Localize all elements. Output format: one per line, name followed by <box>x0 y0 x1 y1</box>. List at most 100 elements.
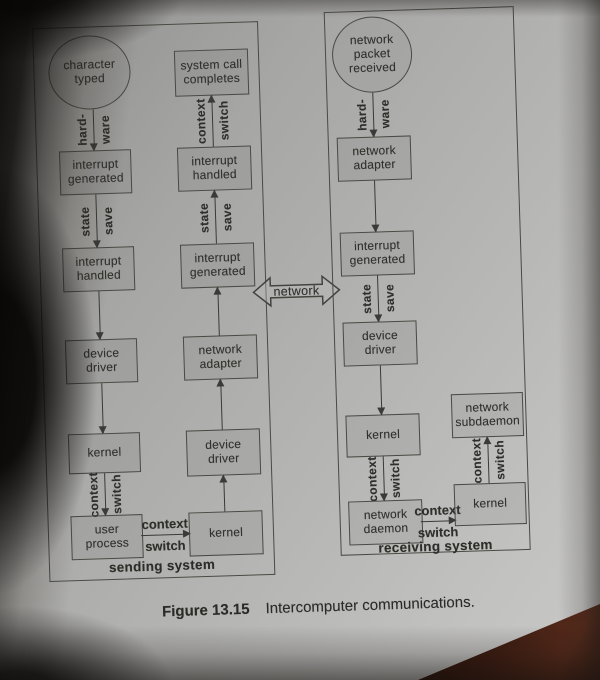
node-interrupt-handled: interrupt handled <box>176 145 253 192</box>
node-interrupt-generated: interrupt generated <box>58 149 133 196</box>
arrow-down <box>97 383 107 434</box>
node-network-subdaemon: network subdaemon <box>450 392 525 439</box>
down-arrow-icon <box>371 92 375 137</box>
up-arrow-icon <box>213 190 217 244</box>
arrow-label-hard: hard- <box>353 98 369 132</box>
arrow-label-switch: switch <box>491 439 507 480</box>
node-label: kernel <box>208 524 244 540</box>
arrow-label-switch: switch <box>108 473 124 514</box>
arrow-label-state: state <box>196 202 212 233</box>
figure-caption: Figure 13.15 Intercomputer communications… <box>118 592 518 622</box>
up-arrow-icon <box>222 475 225 512</box>
arrow-label-save: save <box>219 202 235 232</box>
up-arrow-icon <box>210 95 214 147</box>
node-label: interrupt generated <box>67 156 124 187</box>
node-label: interrupt handled <box>75 253 122 283</box>
node-label: kernel <box>365 426 401 443</box>
arrow-state-save-down: state save <box>73 194 119 248</box>
node-label: kernel <box>473 495 508 511</box>
node-device-driver: device driver <box>342 320 418 367</box>
down-arrow-icon <box>100 383 104 434</box>
node-network-adapter: network adapter <box>336 135 413 182</box>
node-interrupt-generated: interrupt generated <box>179 242 256 289</box>
arrow-label-state: state <box>358 283 374 315</box>
arrow-hardware-down: hard- ware <box>350 92 395 137</box>
arrow-label-hard: hard- <box>74 114 90 147</box>
right-arrow-icon <box>420 519 455 522</box>
arrow-hardware-down: hard- ware <box>71 109 116 151</box>
down-arrow-icon <box>92 109 95 151</box>
arrow-down <box>94 291 104 340</box>
node-label: network adapter <box>352 142 397 173</box>
arrow-context-switch-up: context switch <box>189 95 235 147</box>
arrow-state-save-up: state save <box>192 190 238 244</box>
node-interrupt-generated: interrupt generated <box>339 230 415 277</box>
node-label: character typed <box>63 56 116 86</box>
arrow-down <box>370 180 380 232</box>
arrow-label-context: context <box>85 471 101 518</box>
node-kernel: kernel <box>188 510 264 557</box>
arrow-label-ware: ware <box>376 99 392 129</box>
node-label: user process <box>85 521 130 551</box>
down-arrow-icon <box>382 456 385 501</box>
node-character-typed: character typed <box>47 34 132 111</box>
node-label: device driver <box>361 328 399 357</box>
arrow-context-switch-right: context switch <box>140 512 190 557</box>
arrow-context-switch-down: context switch <box>361 455 406 502</box>
down-arrow-icon <box>97 291 101 340</box>
arrow-state-save-down: state save <box>355 275 400 322</box>
node-label: device driver <box>83 345 120 375</box>
network-link: network <box>250 271 343 312</box>
node-network-packet-received: network packet received <box>330 15 414 94</box>
arrow-label-context: context <box>468 437 485 484</box>
node-interrupt-handled: interrupt handled <box>62 246 136 293</box>
arrow-label-context: context <box>192 98 209 145</box>
arrow-label-state: state <box>77 205 93 237</box>
node-label: device driver <box>205 436 242 466</box>
node-label: network subdaemon <box>455 399 521 430</box>
node-network-adapter: network adapter <box>182 334 259 381</box>
node-label: kernel <box>87 444 122 460</box>
down-arrow-icon <box>376 275 379 322</box>
node-label: network daemon <box>363 506 409 537</box>
arrow-context-switch-up: context switch <box>465 436 510 483</box>
up-arrow-icon <box>216 287 220 336</box>
node-device-driver: device driver <box>185 428 262 477</box>
arrow-label-ware: ware <box>97 114 113 145</box>
node-kernel: kernel <box>345 413 421 458</box>
arrow-down <box>376 365 386 415</box>
node-system-call-completes: system call completes <box>173 48 250 97</box>
node-label: interrupt handled <box>191 152 238 183</box>
arrow-label-save: save <box>100 206 116 235</box>
figure-number: Figure 13.15 <box>161 600 250 621</box>
down-arrow-icon <box>379 365 382 415</box>
arrow-label-save: save <box>381 283 397 313</box>
arrow-up <box>216 379 226 430</box>
node-device-driver: device driver <box>64 338 139 385</box>
node-label: system call completes <box>180 56 243 87</box>
node-label: interrupt generated <box>349 237 406 268</box>
network-label: network <box>273 283 320 299</box>
arrow-label-switch: switch <box>417 523 459 540</box>
arrow-context-switch-right: context switch <box>414 499 461 542</box>
arrow-up <box>213 287 223 336</box>
up-arrow-icon <box>219 379 223 430</box>
arrow-label-context: context <box>141 515 189 532</box>
arrow-label-context: context <box>364 455 380 502</box>
down-arrow-icon <box>103 473 106 516</box>
node-kernel: kernel <box>67 432 142 475</box>
node-label: network adapter <box>198 341 243 372</box>
down-arrow-icon <box>94 194 98 248</box>
node-label: network packet received <box>348 32 397 76</box>
receiving-system-box: network packet received hard- ware netwo… <box>323 6 531 556</box>
node-user-process: user process <box>70 514 144 561</box>
down-arrow-icon <box>373 180 377 232</box>
figure-title: Intercomputer communications. <box>265 593 475 618</box>
right-arrow-icon <box>141 533 190 536</box>
node-label: interrupt generated <box>189 249 246 280</box>
sending-system-box: character typed hard- ware interrupt gen… <box>32 21 276 582</box>
arrow-label-switch: switch <box>144 537 186 554</box>
arrow-up <box>219 475 228 512</box>
